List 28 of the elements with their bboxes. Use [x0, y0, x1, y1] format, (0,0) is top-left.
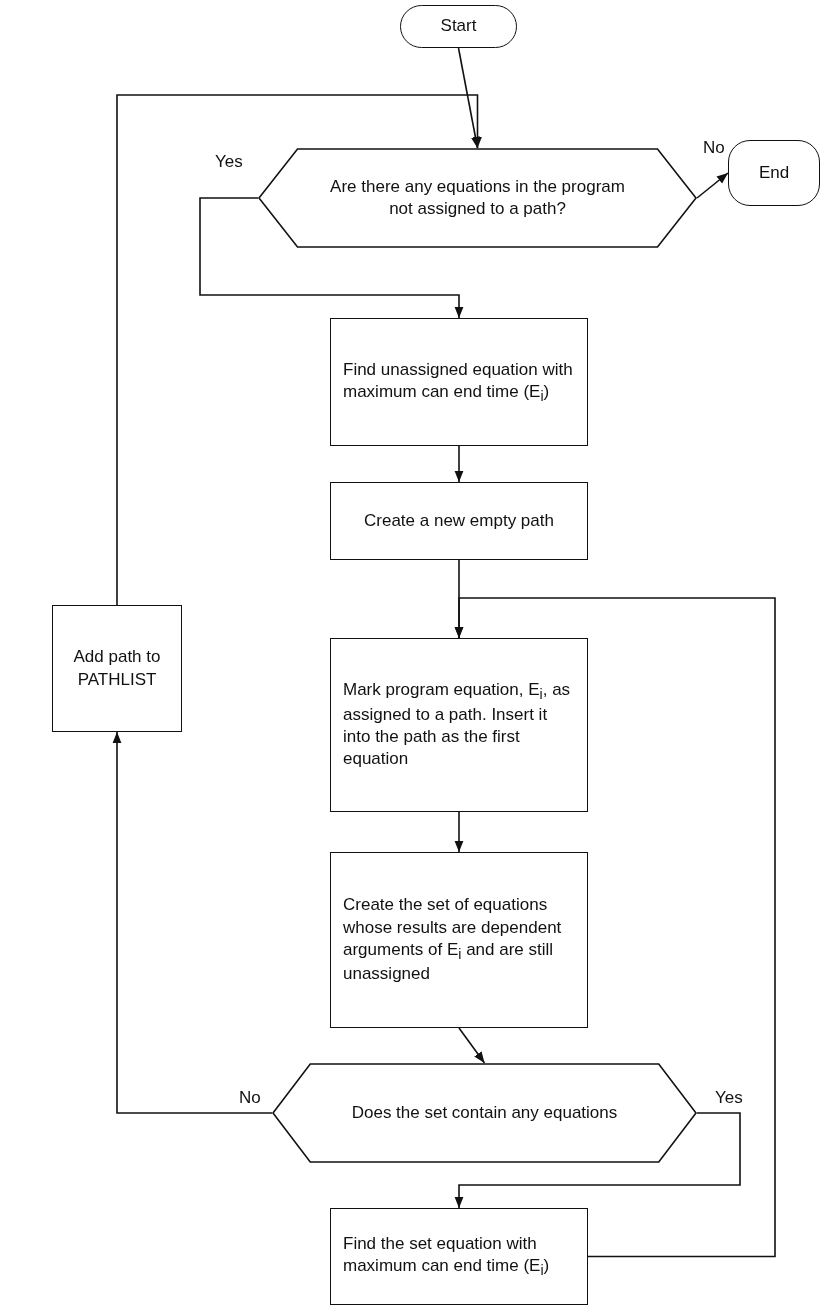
node-text: Mark program equation, E$_{i}$, as assigned to a path. Insert it into the path as the first equation	[343, 679, 572, 771]
arrow	[458, 1027, 486, 1064]
arrow	[454, 445, 464, 483]
process-box	[330, 852, 588, 1028]
node-text: End	[758, 161, 790, 184]
process-box	[330, 318, 588, 446]
process-box	[330, 638, 588, 812]
arrow	[199, 197, 464, 319]
arrow	[112, 731, 273, 1114]
node-text: Create the set of equations whose results are dependent arguments of E$_{i}$ and are still unassigned	[343, 894, 563, 986]
node-text: Create a new empty path	[364, 509, 554, 532]
arrow	[454, 1112, 741, 1209]
arrow	[454, 597, 776, 1258]
arrow	[454, 811, 464, 853]
node-text: Does the set contain any equations	[350, 1101, 619, 1124]
terminal-shape	[728, 140, 820, 206]
arrow	[457, 47, 480, 149]
node-text: Start	[440, 15, 477, 38]
process-box	[330, 1208, 588, 1305]
arrow	[696, 172, 729, 199]
process-box	[330, 482, 588, 560]
node-text: Are there any equations in the program not assigned to a path?	[329, 175, 626, 220]
arrow	[116, 94, 482, 606]
node-text: Find the set equation with maximum can end time (E$_{i}$)	[343, 1233, 551, 1280]
node-text: Add path to PATHLIST	[72, 646, 162, 691]
node-text: Find unassigned equation with maximum can end time (E$_{i}$)	[343, 358, 574, 406]
terminal-shape	[400, 5, 517, 48]
process-box	[52, 605, 182, 732]
